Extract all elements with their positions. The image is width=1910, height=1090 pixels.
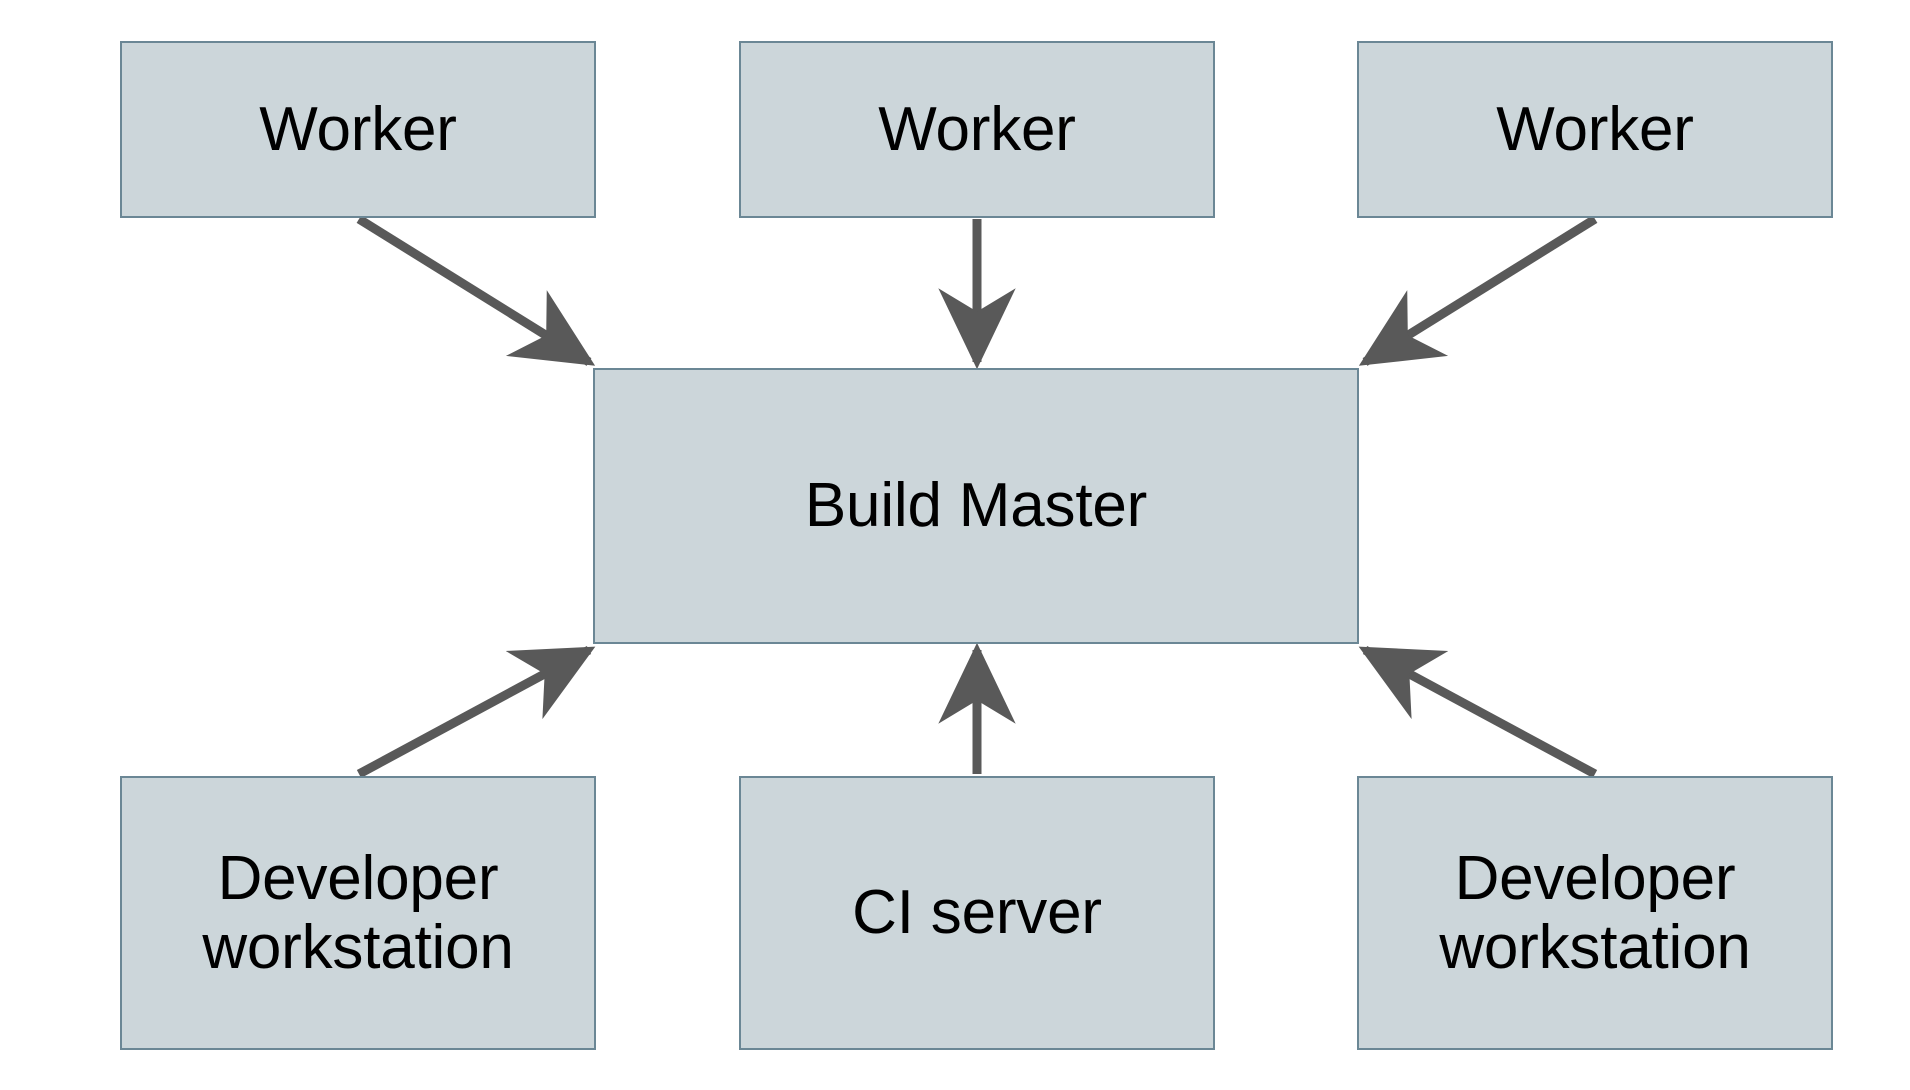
node-worker-3-label: Worker	[1496, 94, 1694, 164]
node-developer-workstation-right[interactable]: Developer workstation	[1357, 776, 1833, 1050]
node-ci-server-label: CI server	[852, 878, 1102, 948]
edge-worker-1-to-build-master	[356, 215, 596, 366]
edge-dev-ws-1-to-build-master	[356, 646, 596, 778]
node-developer-workstation-left[interactable]: Developer workstation	[120, 776, 596, 1050]
edge-worker-3-to-build-master	[1358, 215, 1598, 366]
node-developer-workstation-right-label: Developer workstation	[1439, 843, 1751, 982]
node-worker-3[interactable]: Worker	[1357, 41, 1833, 218]
node-build-master-label: Build Master	[804, 471, 1148, 541]
node-build-master[interactable]: Build Master	[593, 368, 1359, 644]
node-ci-server[interactable]: CI server	[739, 776, 1215, 1050]
node-worker-1[interactable]: Worker	[120, 41, 596, 218]
edge-dev-ws-2-to-build-master	[1358, 646, 1598, 778]
node-worker-2-label: Worker	[878, 94, 1076, 164]
node-worker-1-label: Worker	[259, 94, 457, 164]
node-developer-workstation-left-label: Developer workstation	[202, 843, 514, 982]
node-worker-2[interactable]: Worker	[739, 41, 1215, 218]
